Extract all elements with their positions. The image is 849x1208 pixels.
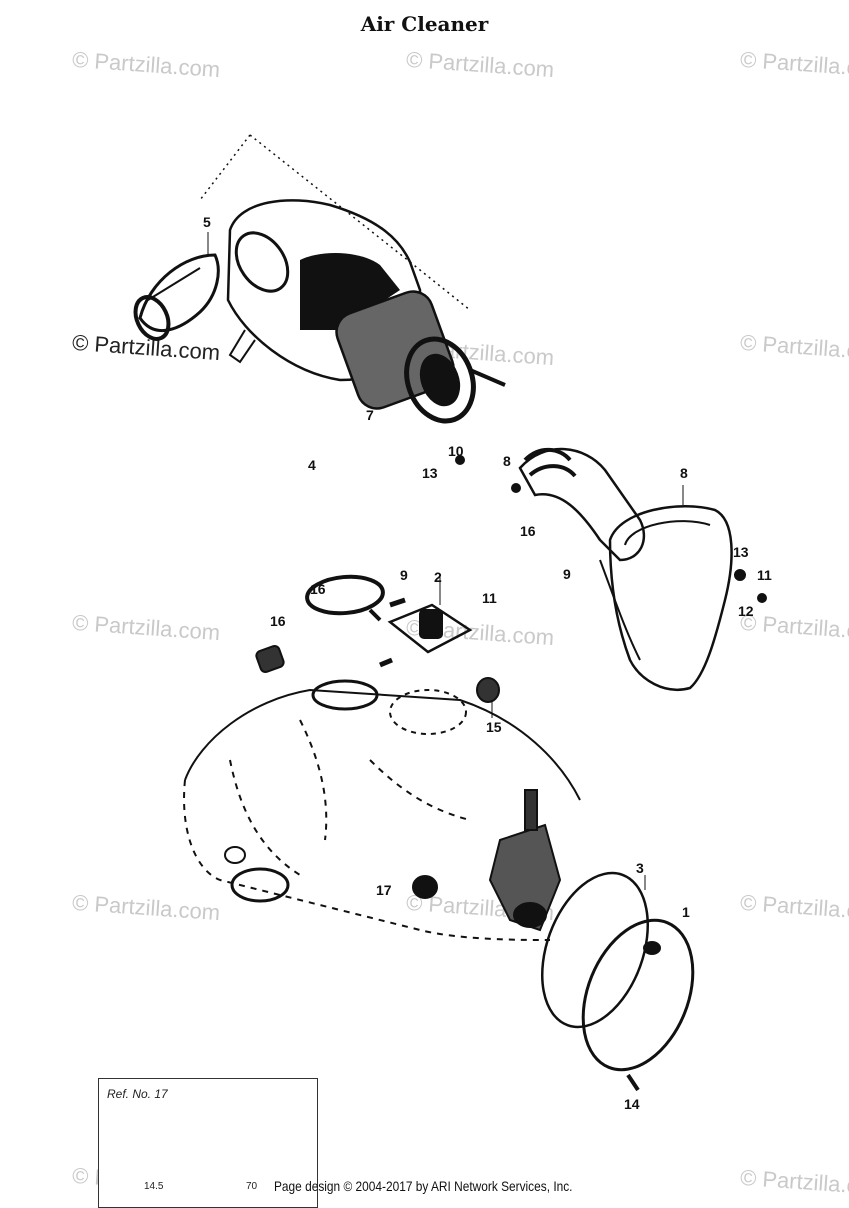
callout-9: 9 <box>563 566 571 582</box>
part-4-cleaner-housing <box>226 199 422 382</box>
callout-8: 8 <box>503 453 511 469</box>
callout-1: 1 <box>682 904 690 920</box>
part-15-grommet <box>476 677 500 703</box>
part-16-clamp-ring <box>305 574 385 616</box>
callout-7: 7 <box>366 407 374 423</box>
callout-12: 12 <box>738 603 754 619</box>
dimension-left: 14.5 <box>144 1181 164 1192</box>
callout-14: 14 <box>624 1096 640 1112</box>
part-5-intake-funnel <box>133 253 220 341</box>
callout-2: 2 <box>434 569 442 585</box>
reference-inset: Ref. No. 17 <box>98 1078 318 1208</box>
callout-15: 15 <box>486 719 502 735</box>
dimension-right: 70 <box>246 1181 258 1192</box>
inset-label: Ref. No. 17 <box>107 1087 168 1101</box>
callout-5: 5 <box>203 214 211 230</box>
part-1-cover <box>581 918 695 1072</box>
part-16-cap <box>255 644 285 674</box>
part-7-filter-element <box>335 290 506 424</box>
lower-air-box <box>183 679 581 941</box>
callout-9: 9 <box>400 567 408 583</box>
callout-16: 16 <box>310 581 326 597</box>
carburetor-assembly <box>488 789 562 932</box>
part-8-intake-duct <box>518 447 733 691</box>
callout-8: 8 <box>680 465 688 481</box>
callout-10: 10 <box>448 443 464 459</box>
callout-11: 11 <box>757 567 772 583</box>
callout-13: 13 <box>733 544 749 560</box>
callout-3: 3 <box>636 860 644 876</box>
part-2-carburetor-flange <box>387 603 473 654</box>
callout-13: 13 <box>422 465 438 481</box>
callout-11: 11 <box>482 590 497 606</box>
callout-16: 16 <box>270 613 286 629</box>
footer-copyright: Page design © 2004-2017 by ARI Network S… <box>274 1178 573 1194</box>
callout-4: 4 <box>308 457 316 473</box>
part-17-grommet <box>412 875 438 899</box>
part-3-gasket <box>540 871 650 1029</box>
callout-17: 17 <box>376 882 392 898</box>
callout-16: 16 <box>520 523 536 539</box>
diagram-title: Air Cleaner <box>360 12 489 36</box>
